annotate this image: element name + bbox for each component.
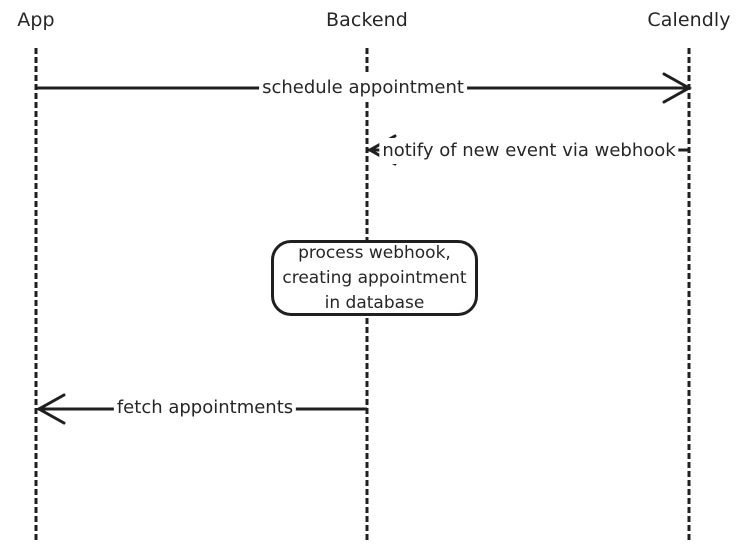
- message-label-notify-webhook: notify of new event via webhook: [379, 138, 679, 164]
- message-label-schedule-appointment: schedule appointment: [259, 75, 467, 101]
- message-label-fetch-appointments: fetch appointments: [113, 395, 297, 421]
- participant-label-calendly: Calendly: [647, 9, 731, 31]
- arrowhead-left-app: [35, 392, 67, 426]
- arrowhead-right-calendly: [661, 71, 693, 105]
- participant-label-app: App: [17, 9, 55, 31]
- lifeline-app: [34, 48, 38, 540]
- participant-label-backend: Backend: [326, 9, 408, 31]
- note-process-webhook: process webhook, creating appointment in…: [271, 240, 478, 316]
- lifeline-calendly: [687, 48, 691, 540]
- note-text-process-webhook: process webhook, creating appointment in…: [282, 242, 467, 313]
